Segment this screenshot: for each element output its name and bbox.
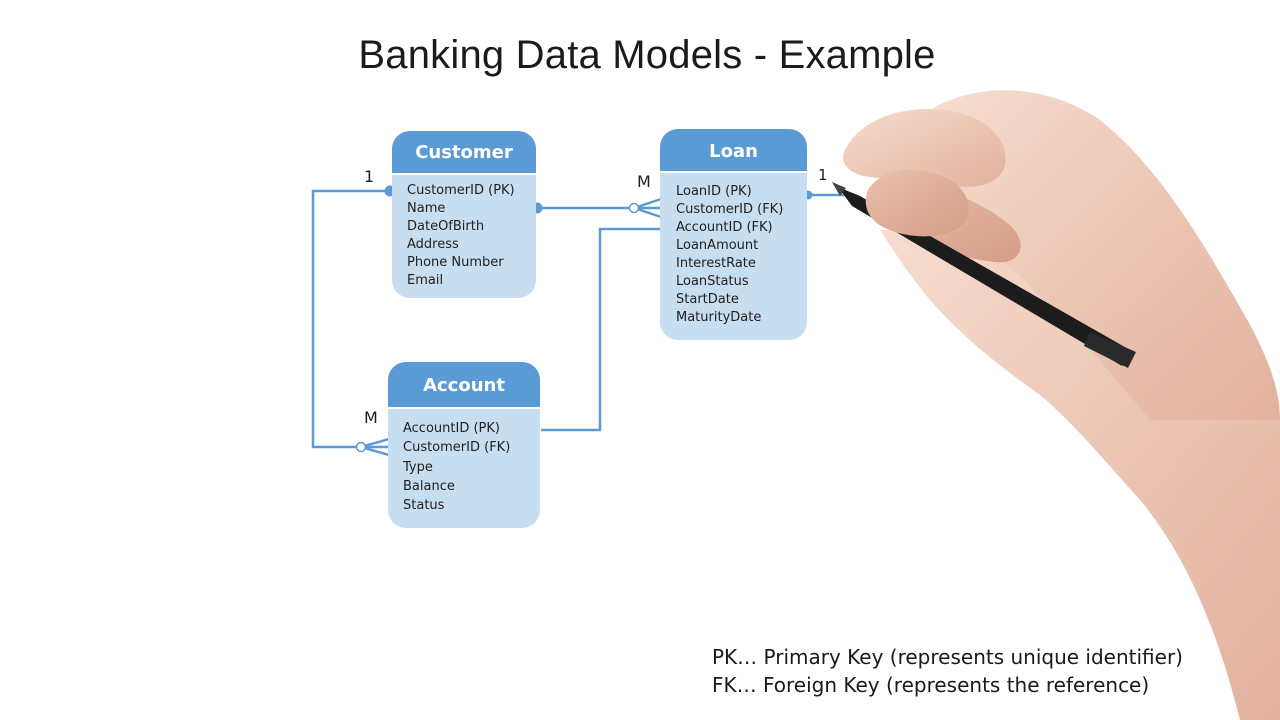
customer-account-relation (311, 189, 390, 449)
customer-attr: Name (407, 201, 446, 216)
account-many-circle (355, 441, 367, 453)
loan-many-circle (628, 202, 640, 214)
loan-attr: AccountID (FK) (676, 220, 773, 235)
account-attr: AccountID (PK) (403, 421, 500, 436)
customer-attr: Email (407, 273, 444, 288)
loan-attr: LoanAmount (676, 238, 759, 253)
cardinality-loan-one: 1 (818, 166, 828, 184)
loan-attributes: LoanID (PK) CustomerID (FK) AccountID (F… (660, 173, 807, 327)
account-entity-header: Account (388, 362, 540, 409)
legend-fk: FK… Foreign Key (represents the referenc… (712, 673, 1150, 697)
cardinality-customer-one: 1 (364, 167, 375, 186)
account-attributes: AccountID (PK) CustomerID (FK) Type Bala… (388, 409, 540, 515)
customer-attr: Phone Number (407, 255, 504, 270)
customer-attr: CustomerID (PK) (407, 183, 515, 198)
legend-pk: PK… Primary Key (represents unique ident… (712, 645, 1183, 669)
page-title: Banking Data Models - Example (358, 33, 936, 77)
loan-entity-header: Loan (660, 129, 807, 173)
cardinality-account-many: M (364, 408, 378, 427)
loan-entity: Loan LoanID (PK) CustomerID (FK) Account… (660, 129, 807, 340)
loan-attr: InterestRate (676, 256, 756, 271)
loan-attr: CustomerID (FK) (676, 202, 784, 217)
legend: PK… Primary Key (represents unique ident… (712, 643, 1183, 699)
account-entity: Account AccountID (PK) CustomerID (FK) T… (388, 362, 540, 528)
customer-attr: DateOfBirth (407, 219, 485, 234)
customer-attributes: CustomerID (PK) Name DateOfBirth Address… (392, 175, 536, 290)
cardinality-loan-many: M (637, 172, 651, 191)
account-attr: Status (403, 498, 445, 514)
account-attr: Type (403, 459, 433, 475)
customer-entity: Customer CustomerID (PK) Name DateOfBirt… (392, 131, 536, 298)
customer-entity-header: Customer (392, 131, 536, 175)
loan-attr: MaturityDate (676, 310, 762, 325)
loan-attr: LoanStatus (676, 274, 749, 289)
partial-entity-header (1005, 112, 1085, 145)
account-attr: CustomerID (FK) (403, 440, 511, 456)
customer-attr: Address (407, 237, 459, 252)
loan-attr: StartDate (676, 292, 739, 307)
account-loan-relation (541, 227, 661, 432)
loan-attr: LoanID (PK) (676, 184, 752, 199)
account-attr: Balance (403, 478, 455, 494)
